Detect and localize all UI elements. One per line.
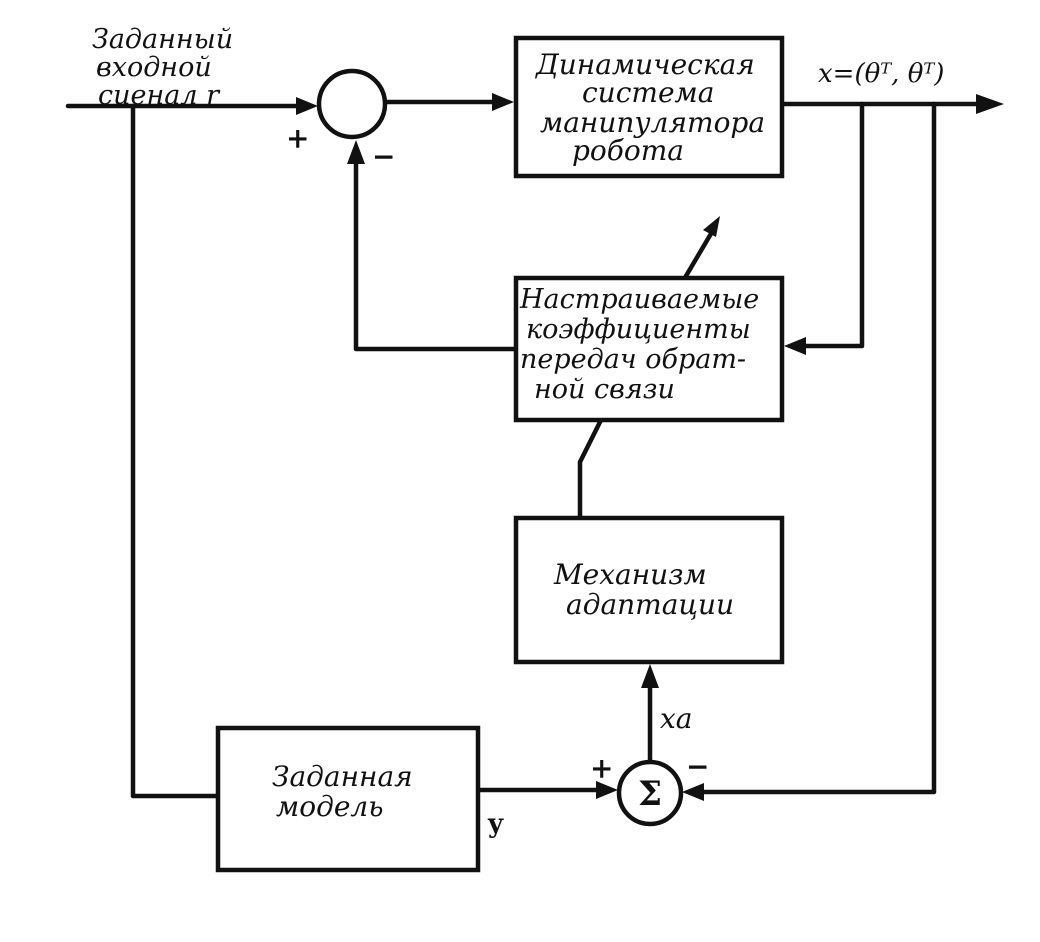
output-signal-label: x=(θᵀ, θᵀ) — [818, 59, 944, 89]
gains-input-arrowhead — [784, 337, 806, 355]
error-signal-label: xa — [660, 702, 692, 735]
adaptation-line-2: адаптации — [566, 588, 734, 621]
output-to-sigma-wire — [701, 101, 937, 795]
gains-to-summer1-wire — [353, 159, 519, 352]
dynamic-system-line-2: система — [582, 76, 714, 109]
summing-junction-2: Σ + − — [590, 750, 709, 827]
adaptation-input-arrowhead — [641, 664, 659, 688]
summer1-minus-sign: − — [372, 140, 395, 173]
adjustable-gains-line-1: Настраиваемые — [519, 284, 759, 315]
reference-branch-wire — [130, 103, 221, 799]
adaptation-to-gains-wire — [577, 417, 604, 521]
adaptation-line-1: Механизм — [553, 558, 707, 591]
dynamic-system-line-3: манипулятора — [540, 106, 765, 139]
input-label-line-1: Заданный — [92, 24, 233, 55]
reference-model-block: Заданная модель — [215, 725, 481, 873]
summer1-minus-arrowhead — [347, 140, 365, 164]
adjustable-gains-line-4: ной связи — [534, 374, 675, 405]
state-feedback-wire — [803, 101, 865, 349]
summing-junction-1: + − — [286, 68, 395, 173]
input-signal-label: Заданный входной сиенал r — [92, 24, 233, 111]
sigma-minus-sign: − — [686, 750, 709, 783]
dynamic-system-line-1: Динамическая — [534, 48, 755, 81]
sigma-plus-sign: + — [590, 752, 613, 785]
output-arrowhead — [976, 94, 1004, 114]
sigma-symbol: Σ — [638, 774, 662, 814]
gains-adjust-arrowhead — [703, 216, 720, 237]
summer1-plus-sign: + — [286, 122, 309, 155]
dynamic-system-block: Динамическая система манипулятора робота — [513, 35, 785, 179]
adjustable-gains-block: Настраиваемые коэффициенты передач обрат… — [513, 275, 785, 423]
dynamic-system-line-4: робота — [572, 134, 684, 167]
plant-input-arrowhead — [492, 93, 514, 111]
adjustable-gains-line-2: коэффициенты — [526, 314, 751, 345]
model-output-label: y — [487, 809, 504, 839]
reference-model-line-2: модель — [276, 790, 383, 823]
adjustable-gains-line-3: передач обрат- — [520, 344, 746, 375]
reference-model-line-1: Заданная — [272, 760, 413, 793]
sigma-plus-arrowhead — [596, 781, 618, 799]
input-arrowhead — [296, 97, 318, 115]
sigma-minus-arrowhead — [682, 783, 704, 801]
input-label-line-2: входной — [96, 52, 212, 83]
adaptation-mechanism-block: Механизм адаптации — [513, 515, 785, 665]
gains-adjust-wire — [683, 229, 715, 279]
